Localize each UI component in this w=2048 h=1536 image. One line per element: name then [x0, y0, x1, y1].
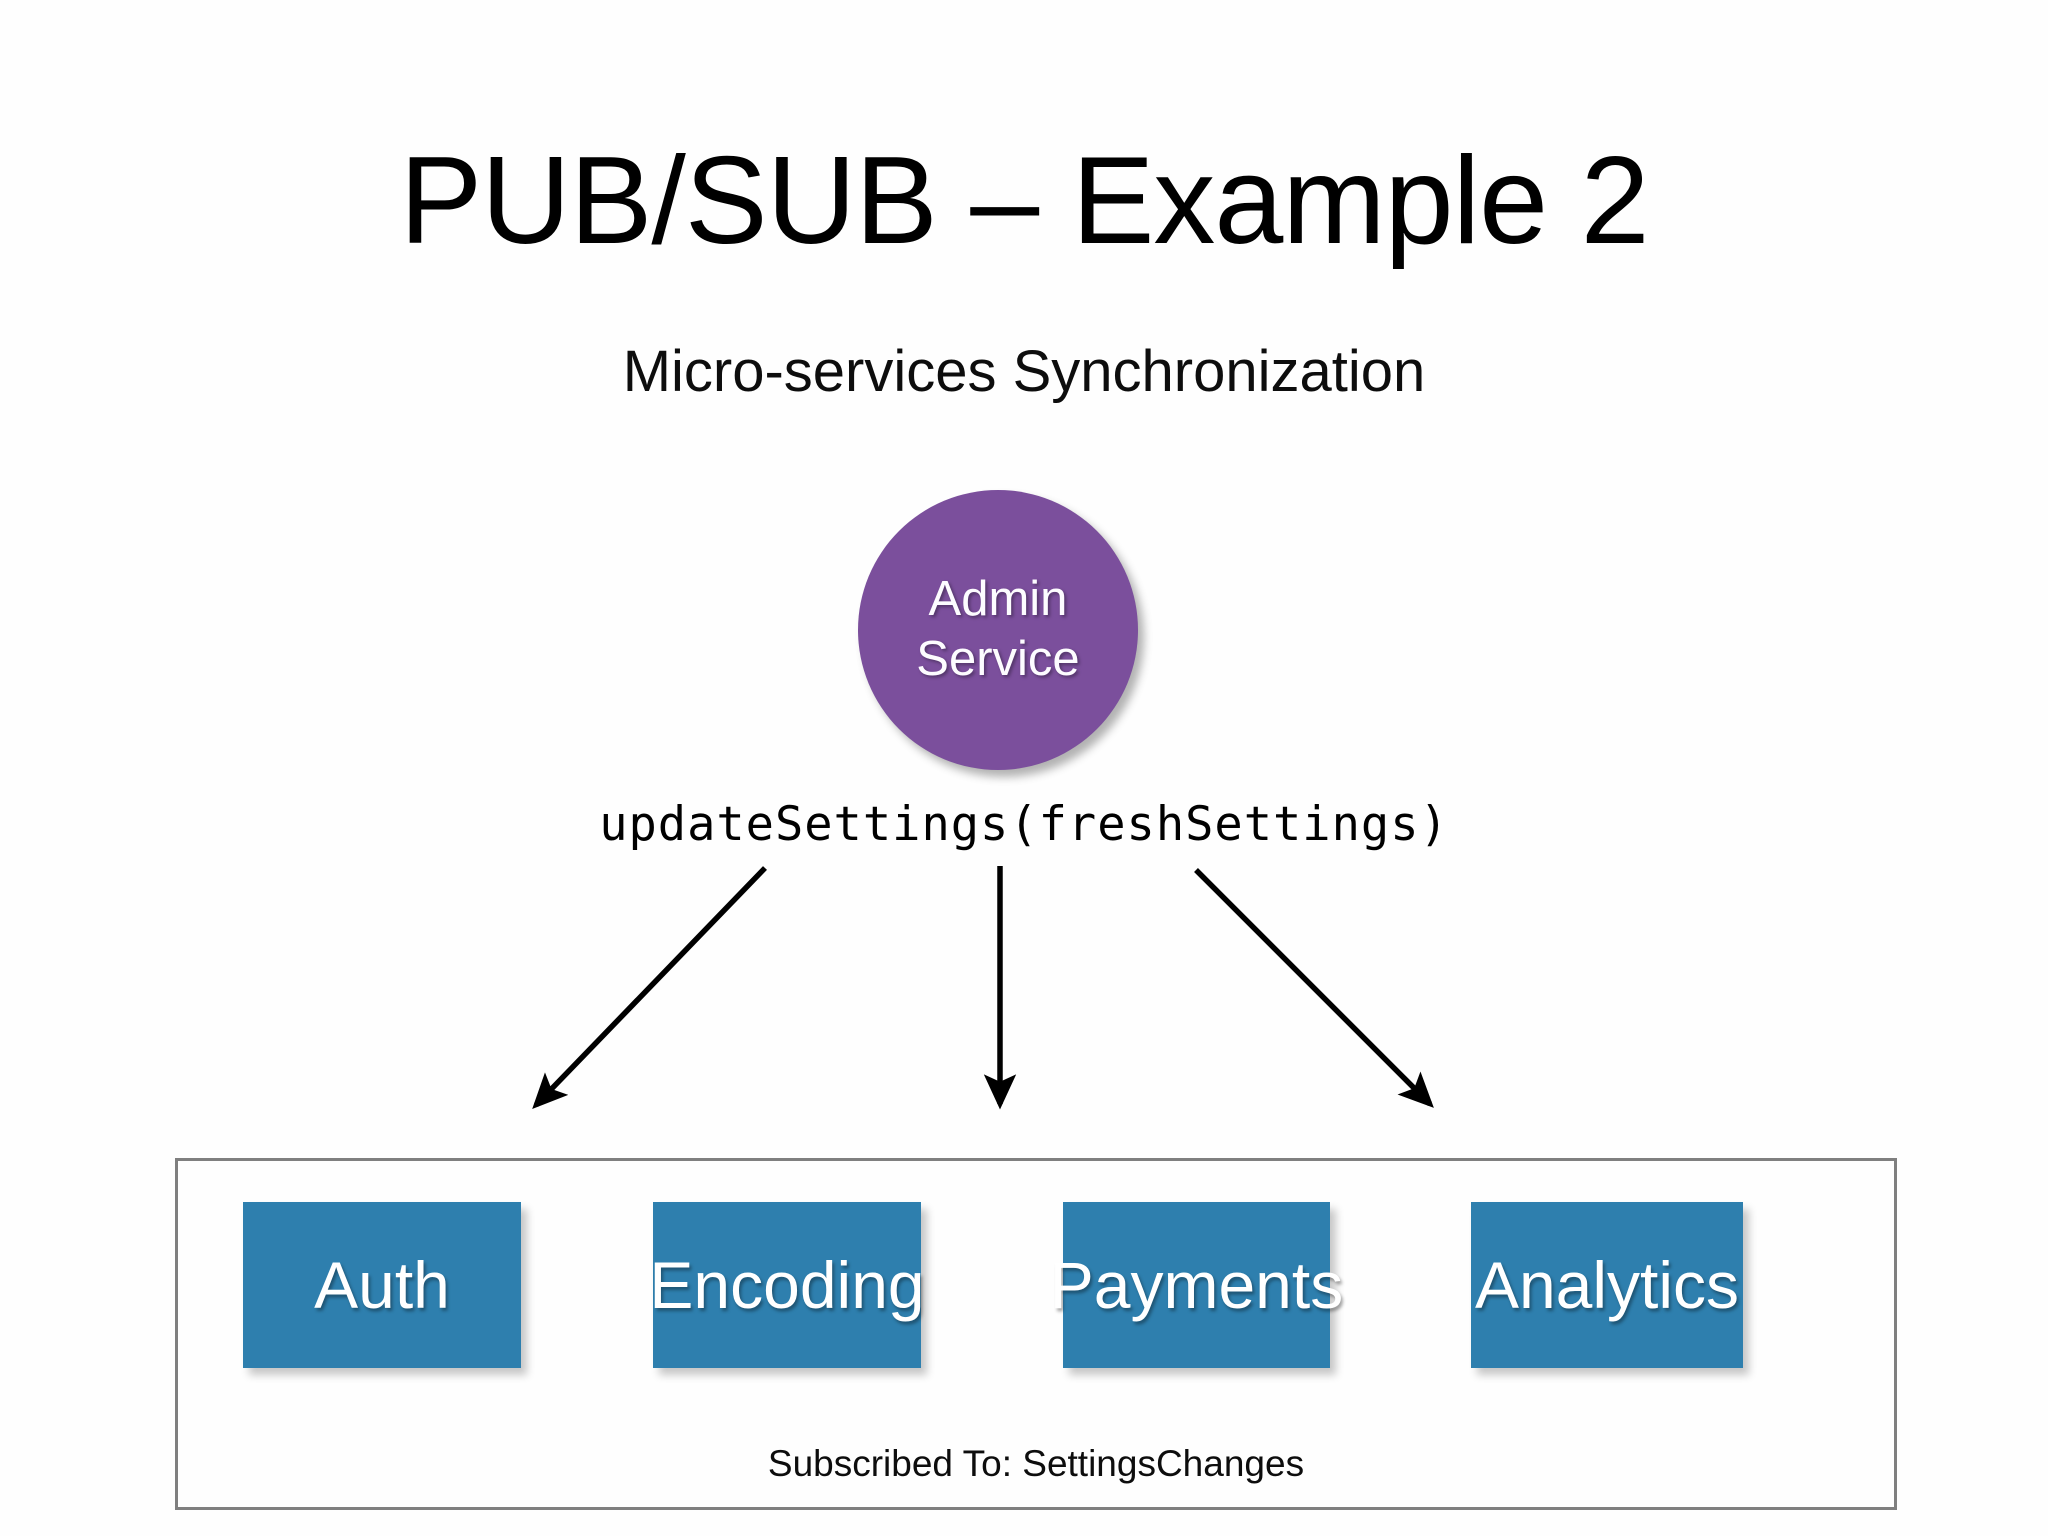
subscriber-box-auth[interactable]: Auth [243, 1202, 521, 1368]
page-subtitle: Micro-services Synchronization [622, 339, 1426, 404]
subscriber-box-row: Auth Encoding Payments Analytics [178, 1202, 1894, 1368]
message-call-label: updateSettings(freshSettings) [599, 797, 1449, 852]
arrow-to-analytics [1194, 868, 1434, 1108]
publisher-label-line1: Admin [928, 572, 1068, 627]
subscriber-label: Analytics [1474, 1248, 1740, 1322]
subscriber-group-caption: Subscribed To: SettingsChanges [767, 1443, 1305, 1484]
subscriber-box-encoding[interactable]: Encoding [649, 1202, 925, 1368]
arrow-to-auth [532, 866, 767, 1109]
subscriber-group: Auth Encoding Payments Analytics Subscri… [175, 1158, 1897, 1510]
page-title: PUB/SUB – Example 2 [399, 132, 1649, 270]
publisher-node-admin-service[interactable]: Admin Service [858, 490, 1138, 770]
publisher-label-line2: Service [916, 632, 1080, 686]
subscriber-box-payments[interactable]: Payments [1050, 1202, 1343, 1368]
subscriber-box-analytics[interactable]: Analytics [1471, 1202, 1743, 1368]
subscriber-label: Payments [1049, 1248, 1344, 1322]
subscriber-label: Auth [314, 1248, 450, 1322]
subscriber-label: Encoding [649, 1248, 925, 1322]
